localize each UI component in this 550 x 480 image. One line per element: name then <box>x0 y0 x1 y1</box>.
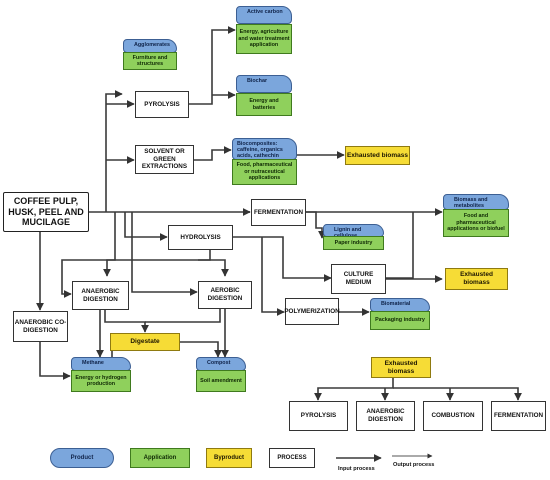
process-label: PYROLYSIS <box>300 412 337 420</box>
process-codigestion: ANAEROBIC CO-DIGESTION <box>13 311 68 342</box>
application-label: Packaging industry <box>375 317 425 324</box>
application-label: Furniture and structures <box>132 54 168 67</box>
product-label: Methane <box>82 360 104 366</box>
application-label: Paper industry <box>334 239 373 246</box>
application-label: Soil amendment <box>200 377 242 384</box>
legend-output-label: Output process <box>393 462 435 468</box>
product-label: Biomaterial <box>381 301 411 307</box>
byproduct-exhausted-biomass-2: Exhausted biomass <box>445 268 508 290</box>
legend-byproduct: Byproduct <box>206 448 252 468</box>
application-biomass: Food and pharmaceutical applications or … <box>443 209 509 237</box>
process-anaerobic: ANAEROBIC DIGESTION <box>72 281 129 310</box>
application-biocomposites: Food, pharmaceutical or nutraceutical ap… <box>232 159 297 185</box>
source-label: COFFEE PULP, HUSK, PEEL AND MUCILAGE <box>8 196 84 228</box>
product-label: Biochar <box>247 78 268 84</box>
process-aerobic: AEROBIC DIGESTION <box>198 281 252 309</box>
application-lignin: Paper industry <box>323 236 384 250</box>
product-biocomposites: Biocomposites: caffeine, organics acids,… <box>232 138 297 160</box>
legend-label: Application <box>143 455 177 461</box>
process-label: FERMENTATION <box>493 412 544 420</box>
product-agglomerates: Agglomerates <box>123 39 177 53</box>
byproduct-exhausted-biomass-1: Exhausted biomass <box>345 146 410 165</box>
application-label: Energy or hydrogen production <box>75 374 127 387</box>
legend-label: Product <box>70 455 94 461</box>
process-label: ANAEROBIC DIGESTION <box>366 408 405 423</box>
application-biochar: Energy and batteries <box>236 93 292 116</box>
process-label: COMBUSTION <box>431 412 475 420</box>
application-compost: Soil amendment <box>196 370 246 392</box>
application-agglomerates: Furniture and structures <box>123 52 177 70</box>
process-label: ANAEROBIC DIGESTION <box>81 287 120 303</box>
process-label: POLYMERIZATION <box>284 307 340 315</box>
byproduct-label: Digestate <box>130 338 160 346</box>
process-label: HYDROLYSIS <box>180 233 221 241</box>
application-label: Energy and batteries <box>249 98 279 111</box>
process-culture: CULTURE MEDIUM <box>331 264 386 294</box>
process-label: PYROLYSIS <box>144 100 180 108</box>
product-methane: Methane <box>71 357 131 371</box>
process-pyrolysis: PYROLYSIS <box>135 91 189 118</box>
application-label: Food, pharmaceutical or nutraceutical ap… <box>236 162 293 182</box>
final-process-pyrolysis: PYROLYSIS <box>289 401 348 431</box>
process-label: AEROBIC DIGESTION <box>207 287 243 302</box>
process-label: CULTURE MEDIUM <box>343 271 374 286</box>
legend-label: Byproduct <box>214 455 244 461</box>
legend-product: Product <box>50 448 114 468</box>
application-biomaterial: Packaging industry <box>370 311 430 330</box>
legend-label: PROCESS <box>277 455 307 461</box>
application-methane: Energy or hydrogen production <box>71 370 131 392</box>
process-hydrolysis: HYDROLYSIS <box>168 225 233 250</box>
process-polymerization: POLYMERIZATION <box>284 298 340 325</box>
byproduct-label: Exhausted biomass <box>384 359 418 375</box>
process-label: ANAEROBIC CO-DIGESTION <box>14 318 67 334</box>
application-label: Food and pharmaceutical applications or … <box>447 213 505 233</box>
source-box: COFFEE PULP, HUSK, PEEL AND MUCILAGE <box>3 192 89 232</box>
product-biomaterial: Biomaterial <box>370 298 430 312</box>
byproduct-digestate: Digestate <box>110 333 180 351</box>
legend-input-label: Input process <box>338 466 375 472</box>
byproduct-label: Exhausted biomass <box>460 271 493 286</box>
process-label: FERMENTATION <box>253 208 304 216</box>
process-solvent: SOLVENT OR GREEN EXTRACTIONS <box>135 145 194 174</box>
product-label: Active carbon <box>247 9 283 15</box>
product-active-carbon: Active carbon <box>236 6 292 24</box>
application-label: Energy, agriculture and water treatment … <box>238 29 290 49</box>
process-label: SOLVENT OR GREEN EXTRACTIONS <box>141 148 188 171</box>
final-process-fermentation: FERMENTATION <box>491 401 546 431</box>
legend-application: Application <box>130 448 190 468</box>
product-label: Biomass and metabolites <box>454 197 488 210</box>
product-biomass: Biomass and metabolites <box>443 194 509 210</box>
byproduct-label: Exhausted biomass <box>346 151 409 159</box>
application-active-carbon: Energy, agriculture and water treatment … <box>236 24 292 54</box>
product-biochar: Biochar <box>236 75 292 93</box>
final-process-combustion: COMBUSTION <box>423 401 483 431</box>
product-label: Compost <box>207 360 231 366</box>
product-label: Agglomerates <box>134 42 170 48</box>
legend-process: PROCESS <box>269 448 315 468</box>
byproduct-exhausted-biomass-3: Exhausted biomass <box>371 357 431 378</box>
process-fermentation: FERMENTATION <box>251 199 306 226</box>
product-compost: Compost <box>196 357 246 371</box>
product-label: Biocomposites: caffeine, organics acids,… <box>237 141 283 160</box>
final-process-anaerobic: ANAEROBIC DIGESTION <box>356 401 415 431</box>
